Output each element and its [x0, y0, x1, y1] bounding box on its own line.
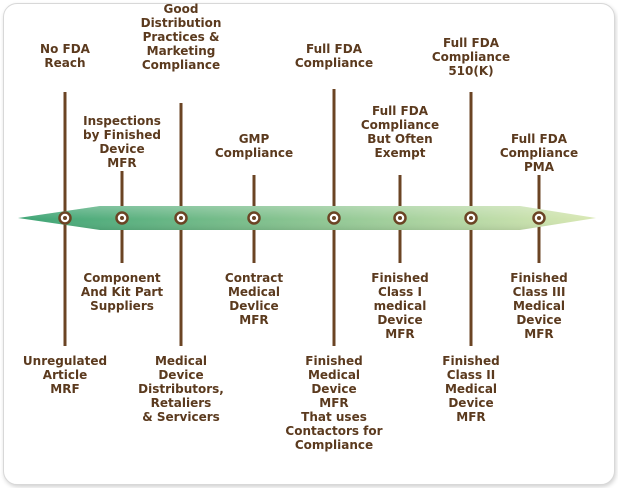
stage-bottom-label: Finished Class II Medical Device MFR: [442, 354, 500, 424]
diagram-card: [3, 3, 615, 485]
timeline-node-center: [398, 216, 402, 220]
timeline-node-center: [179, 216, 183, 220]
stage-bottom-label: Finished Class III Medical Device MFR: [510, 271, 568, 341]
timeline-node-center: [469, 216, 473, 220]
timeline-node-center: [63, 216, 67, 220]
stage-top-label: Full FDA Compliance PMA: [499, 132, 579, 174]
stage-bottom-label: Finished Class I medical Device MFR: [371, 271, 429, 341]
timeline-node-center: [332, 216, 336, 220]
stage-top-label: Full FDA Compliance: [294, 42, 374, 70]
stage-bottom-label: Contract Medical Devlice MFR: [224, 271, 284, 327]
timeline-node-center: [537, 216, 541, 220]
stage-top-label: Full FDA Compliance 510(K): [431, 36, 511, 78]
stage-bottom-label: Finished Medical Device MFR That uses Co…: [285, 354, 383, 452]
stage-bottom-label: Medical Device Distributors, Retaliers &…: [138, 354, 224, 424]
stage-top-label: No FDA Reach: [40, 42, 90, 70]
timeline-node-center: [252, 216, 256, 220]
stage-bottom-label: Unregulated Article MRF: [22, 354, 108, 396]
timeline-node-center: [120, 216, 124, 220]
timeline-arrow: [18, 206, 596, 230]
stage-top-label: Inspections by Finished Device MFR: [83, 114, 161, 170]
stage-top-label: Full FDA Compliance But Often Exempt: [360, 104, 440, 160]
timeline-nodes: [58, 211, 546, 225]
stage-top-label: GMP Compliance: [214, 132, 294, 160]
stage-bottom-label: Component And Kit Part Suppliers: [80, 271, 164, 313]
stage-top-label: Good Distribution Practices & Marketing …: [140, 2, 222, 72]
